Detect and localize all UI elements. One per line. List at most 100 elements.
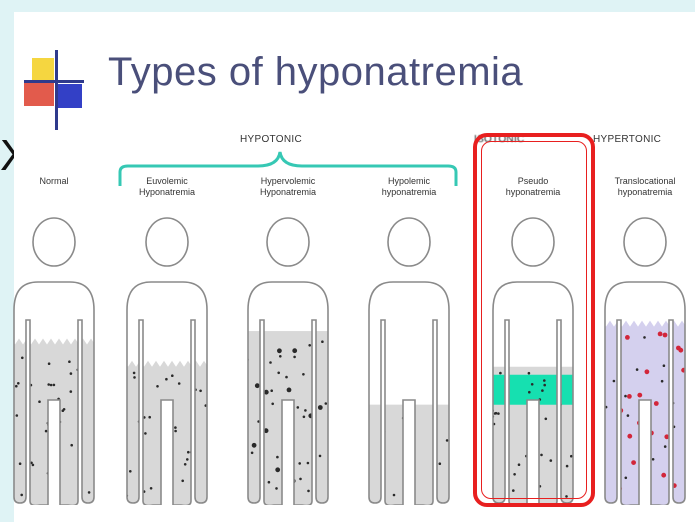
solute-dot [600, 396, 605, 401]
solute-dot [276, 456, 279, 459]
solute-dot [663, 364, 666, 367]
figure-label-line2: Hyponatremia [240, 187, 336, 198]
solute-dot [20, 494, 23, 497]
solute-dot [16, 414, 19, 417]
solute-dot [285, 376, 288, 379]
solute-dot [240, 489, 243, 492]
solute-dot [50, 384, 53, 387]
solute-dot [293, 356, 296, 359]
solute-dot [52, 431, 55, 434]
solute-dot [637, 393, 642, 398]
solute-dot [178, 382, 181, 385]
solute-dot [70, 390, 73, 393]
solute-dot [174, 426, 177, 429]
solute-dot [307, 490, 310, 493]
solute-dot [174, 430, 177, 433]
solute-dot [119, 391, 122, 394]
solute-dot [289, 433, 292, 436]
head-outline [267, 218, 309, 266]
solute-dot [275, 467, 280, 472]
solute-dot [144, 432, 147, 435]
solute-dot [645, 369, 650, 374]
solute-dot [117, 416, 120, 419]
solute-dot [291, 481, 294, 484]
solute-dot [148, 416, 151, 419]
solute-dot [97, 397, 100, 400]
fluid-surface [112, 361, 222, 369]
solute-dot [8, 410, 11, 413]
solute-dot [643, 336, 646, 339]
solute-dot [252, 443, 257, 448]
solute-dot [302, 373, 305, 376]
solute-dot [308, 344, 311, 347]
solute-dot [596, 454, 599, 457]
logo-horizontal-line [24, 80, 84, 83]
solute-dot [321, 340, 324, 343]
solute-dot [412, 414, 415, 417]
solute-dot [96, 491, 99, 494]
solute-dot [627, 434, 632, 439]
solute-dot [325, 402, 328, 405]
solute-dot [269, 361, 272, 364]
solute-dot [268, 481, 271, 484]
solute-dot [664, 445, 667, 448]
solute-dot [169, 475, 172, 478]
solute-dot [255, 383, 260, 388]
solute-dot [88, 491, 91, 494]
solute-dot [625, 335, 630, 340]
head-outline [33, 218, 75, 266]
figure-label-line2: Hyponatremia [119, 187, 215, 198]
body-figure [354, 210, 464, 505]
solute-dot [63, 408, 66, 411]
solute-dot [129, 470, 132, 473]
solute-dot [625, 477, 628, 480]
solute-dot [297, 406, 300, 409]
figure-label-line1: Normal [6, 176, 102, 187]
solute-dot [70, 372, 73, 375]
solute-dot [439, 462, 442, 465]
solute-dot [393, 494, 396, 497]
solute-dot [287, 407, 290, 410]
solute-dot [304, 409, 307, 412]
solute-dot [284, 494, 287, 497]
fluid-fill [233, 331, 343, 505]
head-outline [624, 218, 666, 266]
solute-dot [48, 362, 51, 365]
solute-dot [333, 425, 336, 428]
solute-dot [595, 405, 598, 408]
fluid-surface [0, 338, 109, 346]
solute-dot [53, 384, 56, 387]
solute-dot [199, 390, 202, 393]
figure-label-line2: hyponatremia [361, 187, 457, 198]
solute-dot [38, 400, 41, 403]
body-outline [369, 282, 449, 505]
solute-dot [636, 368, 639, 371]
cut-off-letter: X [0, 134, 14, 178]
solute-dot [150, 487, 153, 490]
fluid-fill [112, 367, 222, 505]
solute-dot [690, 433, 695, 438]
solute-dot [171, 374, 174, 377]
solute-dot [17, 382, 20, 385]
solute-dot [275, 487, 278, 490]
solute-dot [240, 397, 245, 402]
solute-dot [670, 345, 673, 348]
solute-dot [118, 465, 121, 468]
figure-label-line1: Translocational [597, 176, 693, 187]
figure-label-line1: Hypervolemic [240, 176, 336, 187]
solute-dot [446, 439, 449, 442]
solute-dot [123, 416, 126, 419]
logo-vertical-line [55, 50, 58, 130]
solute-dot [19, 462, 22, 465]
solute-dot [186, 458, 189, 461]
solute-dot [133, 372, 136, 375]
solute-dot [654, 401, 659, 406]
figure-label: Normal [6, 176, 102, 187]
solute-dot [332, 380, 335, 383]
solute-dot [298, 462, 301, 465]
solute-dot [277, 372, 280, 375]
